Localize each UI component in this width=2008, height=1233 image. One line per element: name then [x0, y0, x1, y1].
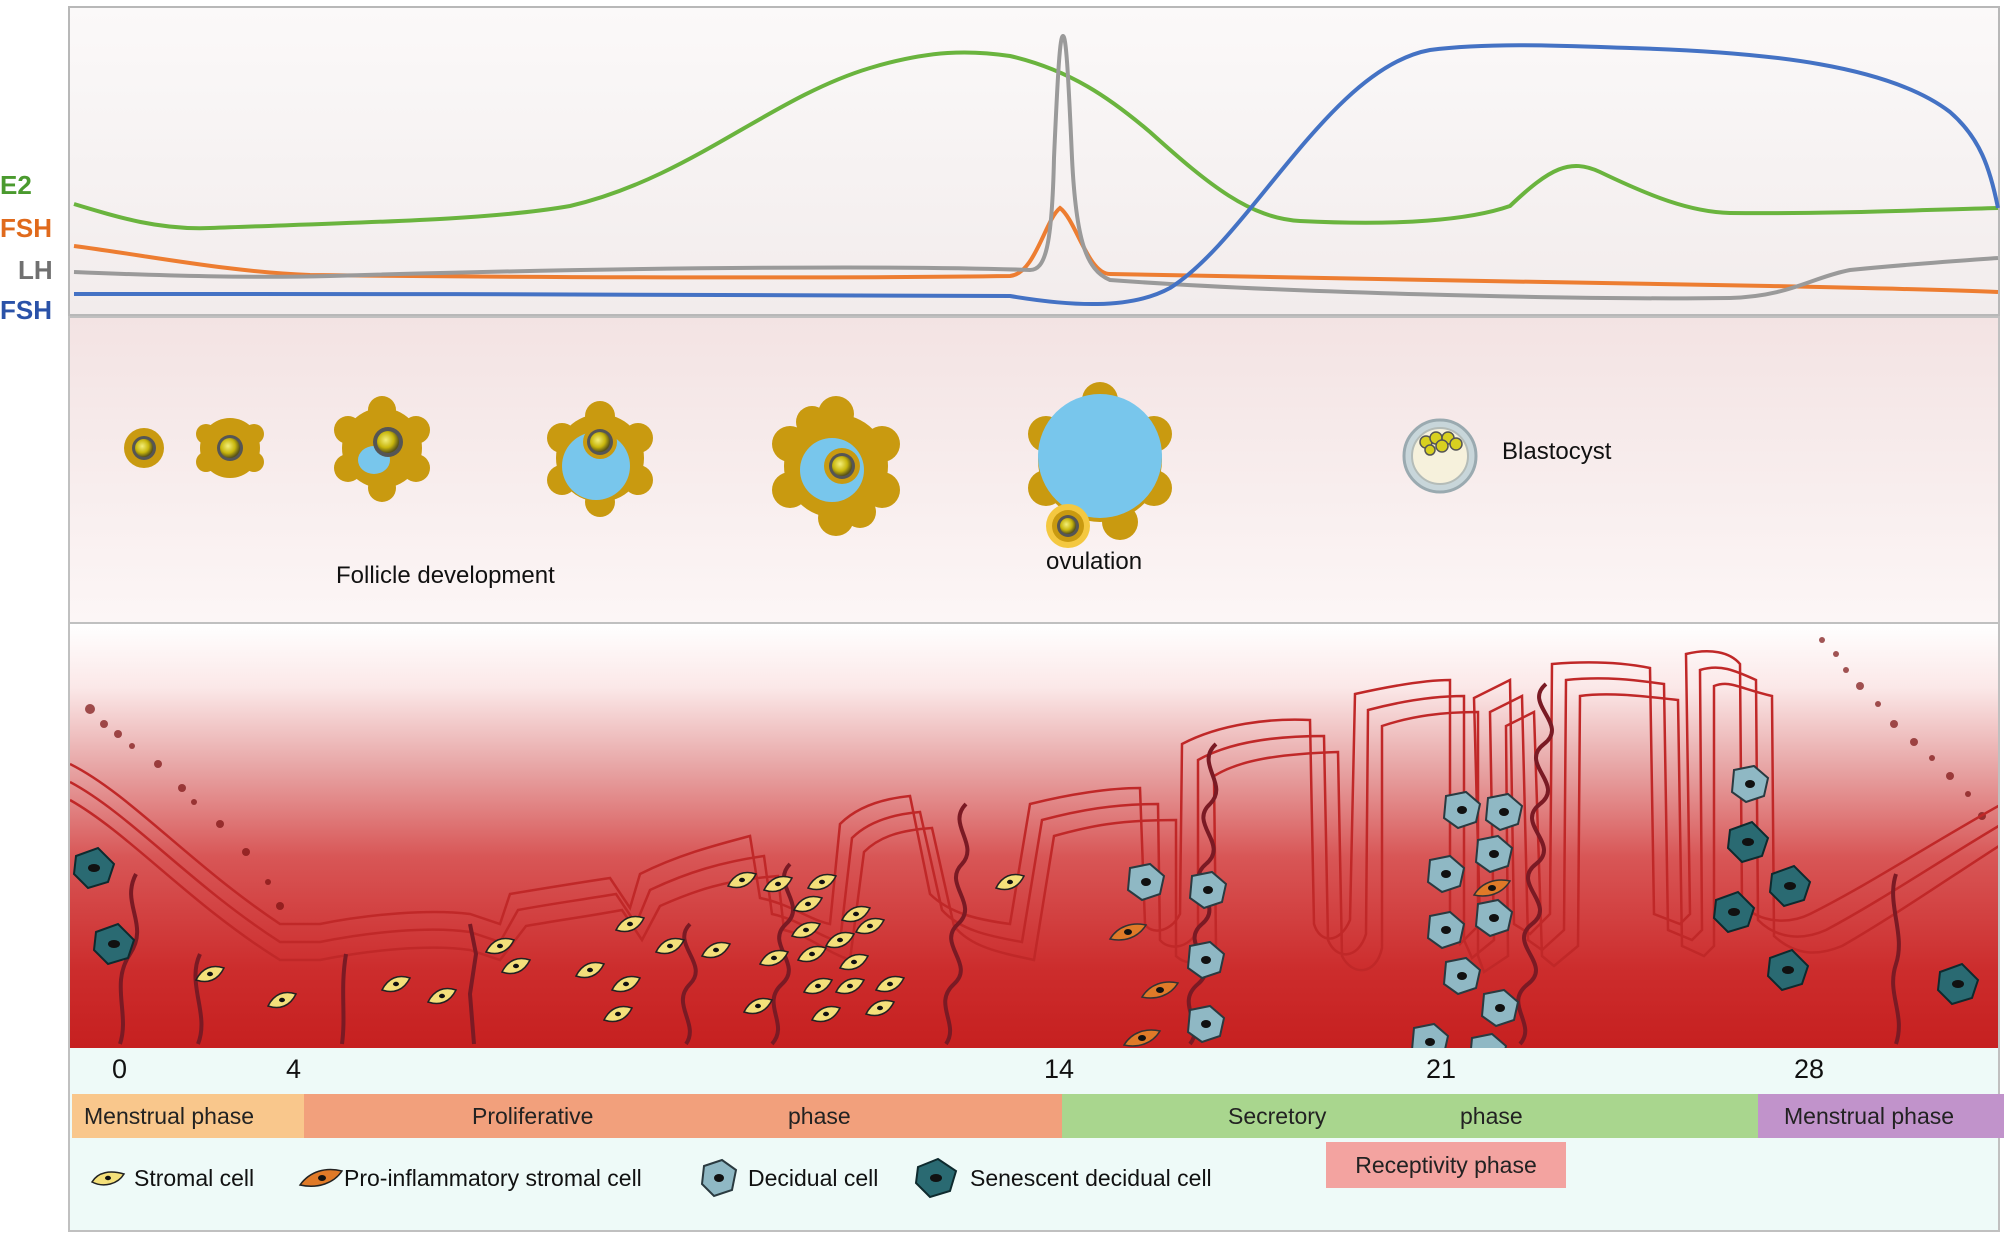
- blastocyst-label: Blastocyst: [1502, 438, 1612, 465]
- endometrium-diagram: [70, 637, 1998, 1048]
- blue-fsh-curve: [73, 43, 2000, 307]
- spiral-arteries: [118, 682, 1901, 1046]
- lh-curve: [73, 33, 1999, 301]
- ovulation-label: ovulation: [1046, 548, 1143, 575]
- menstrual-debris-right: [1819, 637, 1986, 820]
- menstrual-phase-bar-start: Menstrual phase: [72, 1094, 304, 1138]
- label-lh: LH: [18, 255, 53, 285]
- timeline-panel: [68, 1048, 2000, 1232]
- tick-28: 28: [1794, 1054, 1825, 1084]
- decidual-cells: [1127, 765, 1769, 1048]
- secretory-phase-word: phase: [1460, 1102, 1523, 1129]
- proliferative-label: Proliferative: [472, 1102, 594, 1129]
- legend-senescent: Senescent decidual cell: [914, 1157, 1212, 1199]
- antral-follicle: [547, 401, 653, 517]
- follicle-development-label: Follicle development: [336, 562, 555, 589]
- pro-inflammatory-cell-icon: [298, 1168, 344, 1187]
- senescent-cell-icon: [914, 1157, 958, 1199]
- menstrual-phase-label-end: Menstrual phase: [1784, 1102, 1955, 1129]
- receptivity-phase-label: Receptivity phase: [1355, 1151, 1537, 1178]
- hormone-curves: [73, 33, 2000, 307]
- legend-decidual: Decidual cell: [700, 1158, 878, 1198]
- legend-stromal: Stromal cell: [88, 1158, 254, 1198]
- e2-curve: [73, 50, 1999, 231]
- label-fsh-orange: FSH: [0, 213, 52, 243]
- menstrual-debris-left: [85, 704, 284, 910]
- preovulatory-follicle: [772, 396, 900, 536]
- secretory-phase-bar: Secretory phase: [1062, 1094, 1758, 1138]
- menstrual-phase-label-start: Menstrual phase: [84, 1102, 255, 1129]
- ovulating-follicle: [1028, 382, 1172, 548]
- primordial-follicle: [124, 428, 164, 468]
- decidual-cell-icon: [700, 1158, 738, 1198]
- hormone-curves-panel: [68, 6, 2000, 316]
- endometrial-surface: [70, 650, 1998, 974]
- legend-pro-inflammatory-label: Pro-inflammatory stromal cell: [344, 1164, 642, 1191]
- endometrium-panel: [68, 624, 2000, 1048]
- legend-decidual-label: Decidual cell: [748, 1164, 879, 1191]
- legend-stromal-label: Stromal cell: [134, 1164, 255, 1191]
- tick-21: 21: [1426, 1054, 1457, 1084]
- ovary-panel: Follicle development ovulation Blastocys…: [68, 316, 2000, 624]
- receptivity-phase-bar: Receptivity phase: [1326, 1142, 1566, 1188]
- legend-pro-inflammatory: Pro-inflammatory stromal cell: [298, 1158, 642, 1198]
- label-fsh-blue: FSH: [0, 295, 52, 325]
- secretory-label: Secretory: [1228, 1102, 1327, 1129]
- blastocyst-icon: [1402, 418, 1478, 494]
- follicle-diagram: [124, 382, 1478, 548]
- proliferative-phase-word: phase: [788, 1102, 851, 1129]
- secondary-follicle: [334, 396, 430, 502]
- tick-4: 4: [286, 1054, 302, 1084]
- tick-0: 0: [112, 1054, 128, 1084]
- label-e2: E2: [0, 170, 32, 200]
- primary-follicle: [196, 418, 264, 478]
- stromal-cell-icon: [90, 1171, 126, 1186]
- legend-senescent-label: Senescent decidual cell: [970, 1164, 1212, 1191]
- tick-14: 14: [1044, 1054, 1075, 1084]
- proliferative-phase-bar: Proliferative phase: [304, 1094, 1062, 1138]
- menstrual-phase-bar-end: Menstrual phase: [1758, 1094, 2004, 1138]
